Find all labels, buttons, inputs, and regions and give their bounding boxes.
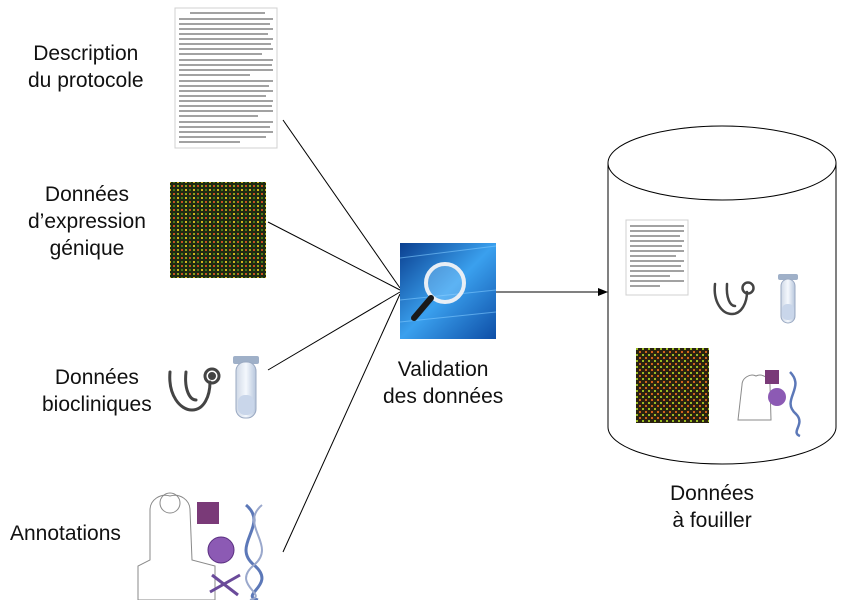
label-expression-line2: d’expression <box>28 210 146 233</box>
label-protocol-line2: du protocole <box>28 69 144 92</box>
label-protocol-line1: Description <box>33 42 139 65</box>
database-cylinder-icon <box>607 125 837 465</box>
connector-annotations <box>282 293 401 553</box>
connector-expression <box>267 221 401 291</box>
connector-protocol <box>282 119 401 289</box>
label-output: Données à fouiller <box>670 480 754 534</box>
label-validation-line2: des données <box>383 385 504 408</box>
stethoscope-icon <box>168 367 221 412</box>
database-stethoscope-icon <box>713 281 755 316</box>
label-expression-line1: Données <box>44 183 129 206</box>
label-validation-line1: Validation <box>397 358 489 381</box>
database-test-tube-icon <box>778 274 798 324</box>
connector-bioclinical <box>267 291 401 371</box>
database-biology-illustration-icon <box>737 370 801 438</box>
label-expression: Données d’expression génique <box>28 181 146 262</box>
microarray-icon <box>170 182 266 278</box>
label-bioclinical-line2: biocliniques <box>42 393 152 416</box>
label-annotations: Annotations <box>10 520 121 547</box>
label-bioclinical: Données biocliniques <box>42 364 152 418</box>
database-microarray-icon <box>636 348 709 423</box>
label-annotations-line1: Annotations <box>10 522 121 545</box>
label-output-line2: à fouiller <box>672 509 752 532</box>
label-validation: Validation des données <box>383 356 503 410</box>
label-bioclinical-line1: Données <box>54 366 139 389</box>
label-output-line1: Données <box>670 482 755 505</box>
label-protocol: Description du protocole <box>28 40 144 94</box>
database-document-icon <box>625 219 689 296</box>
test-tube-icon <box>233 356 259 419</box>
document-icon <box>174 7 278 149</box>
label-expression-line3: génique <box>49 237 125 260</box>
magnifying-glass-icon <box>399 243 497 339</box>
biology-illustration-icon <box>137 492 264 600</box>
